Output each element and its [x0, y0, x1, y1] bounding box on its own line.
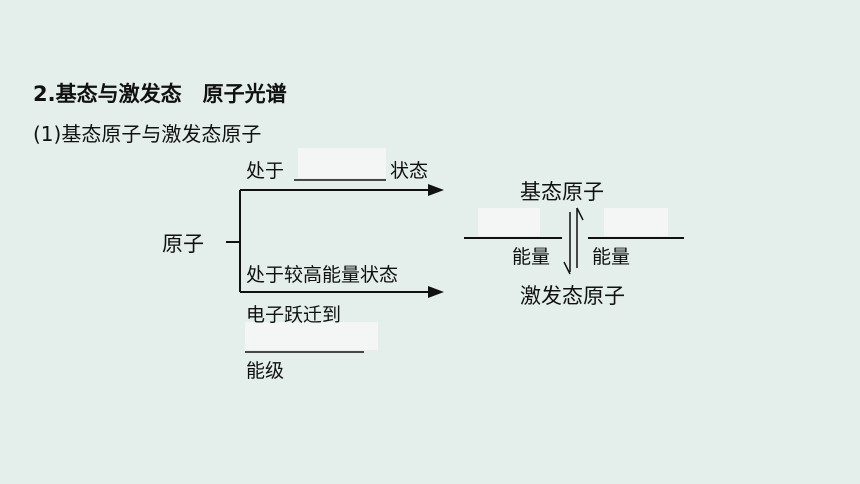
blank-left-energy [478, 208, 540, 236]
lower-branch-transition: 电子跃迁到 [246, 304, 342, 326]
atom-label: 原子 [162, 232, 204, 256]
blank-right-energy [604, 208, 668, 236]
ground-state-atom: 基态原子 [520, 180, 604, 204]
subsection-title: (1)基态原子与激发态原子 [33, 122, 262, 146]
lower-branch-state: 处于较高能量状态 [246, 264, 399, 286]
section-title: 2.基态与激发态 原子光谱 [33, 82, 287, 106]
blank-upper-state [298, 148, 386, 178]
upper-branch-suffix: 状态 [390, 160, 429, 182]
blank-lower-level [245, 322, 378, 350]
excited-state-atom: 激发态原子 [520, 284, 625, 308]
right-energy-label: 能量 [592, 246, 631, 268]
lower-branch-level: 能级 [246, 360, 285, 382]
upper-branch-prefix: 处于 [246, 160, 285, 182]
left-energy-label: 能量 [512, 246, 551, 268]
